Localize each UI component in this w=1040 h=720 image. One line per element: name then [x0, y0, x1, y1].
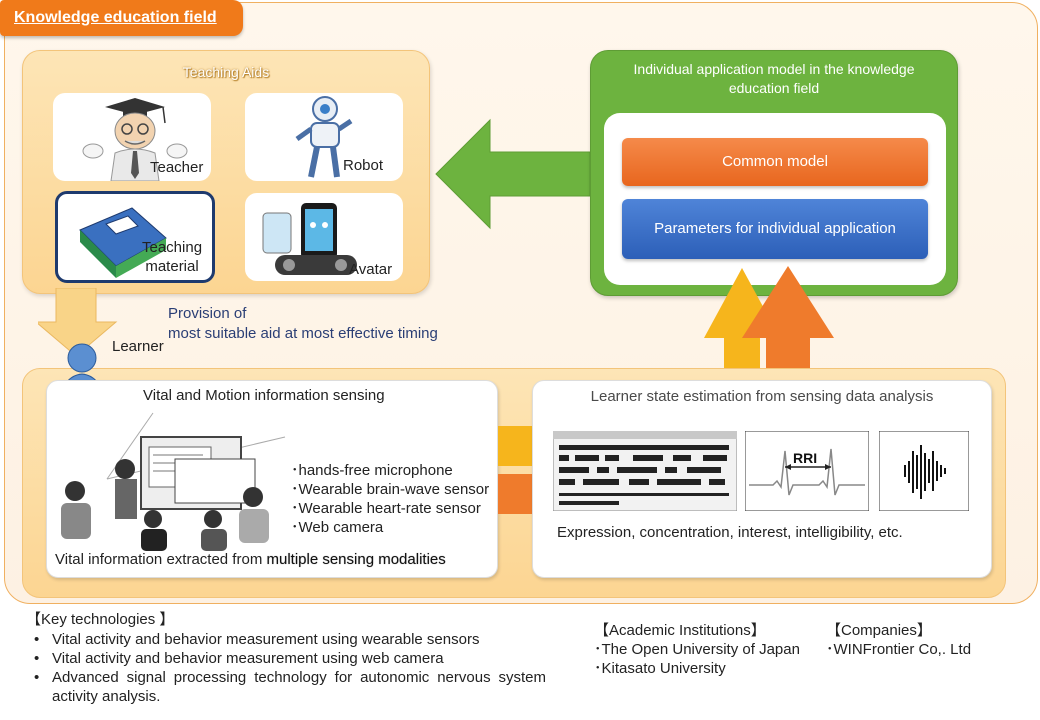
sensing-footer-prefix: Vital information extracted from	[55, 551, 267, 568]
robot-label: Robot	[343, 157, 384, 174]
application-model-title-line1: Individual application model in the know…	[633, 61, 915, 77]
application-model-panel: Individual application model in the know…	[590, 50, 958, 296]
key-technologies-list: Vital activity and behavior measurement …	[26, 630, 546, 706]
company-item: ･WINFrontier Co,. Ltd	[826, 641, 972, 658]
rri-waveform-image: RRI	[745, 431, 869, 511]
key-technology-item: Vital activity and behavior measurement …	[26, 630, 546, 649]
teaching-material-label-line1: Teaching	[142, 239, 203, 256]
sensing-footer-highlight: multiple sensing modalities	[266, 551, 446, 568]
sensing-footer: Vital information extracted from multipl…	[55, 551, 446, 568]
spectrum-image	[879, 431, 969, 511]
up-arrows-icon	[704, 266, 834, 372]
teaching-material-label: Teaching material	[142, 238, 202, 276]
institution-item: ･The Open University of Japan	[594, 641, 800, 658]
key-technologies-title: 【Key technologies 】	[26, 611, 175, 628]
academic-institutions: 【Academic Institutions】 ･The Open Univer…	[594, 621, 800, 678]
companies-title: 【Companies】	[826, 622, 932, 639]
institutions-title: 【Academic Institutions】	[594, 622, 766, 639]
book-icon	[79, 207, 167, 278]
institution-item: ･Kitasato University	[594, 660, 726, 677]
provision-arrow-icon	[38, 288, 118, 357]
application-model-title-line2: education field	[728, 80, 820, 96]
aid-card-robot[interactable]: Robot	[245, 93, 403, 181]
estimation-panel: Learner state estimation from sensing da…	[532, 380, 992, 578]
teaching-material-label-line2: material	[145, 258, 199, 275]
sensor-item: ･Web camera	[291, 519, 384, 536]
sensor-item: ･hands-free microphone	[291, 462, 453, 479]
data-flow-arrows-icon	[498, 426, 534, 514]
application-model-title: Individual application model in the know…	[591, 60, 957, 98]
provision-text: Provision of most suitable aid at most e…	[168, 304, 438, 344]
common-model-button[interactable]: Common model	[622, 138, 928, 186]
companies: 【Companies】 ･WINFrontier Co,. Ltd	[826, 621, 971, 659]
provision-line1: Provision of	[168, 305, 247, 322]
teaching-aids-title: Teaching Aids	[182, 64, 270, 80]
estimation-title: Learner state estimation from sensing da…	[590, 388, 934, 405]
field-tab[interactable]: Knowledge education field	[0, 0, 243, 36]
sensor-item: ･Wearable heart-rate sensor	[291, 500, 481, 517]
learner-label: Learner	[112, 338, 164, 355]
aid-card-avatar[interactable]: Avatar	[245, 193, 403, 281]
sensor-item: ･Wearable brain-wave sensor	[291, 481, 490, 498]
sensing-panel: Vital and Motion information sensing ･ha…	[46, 380, 498, 578]
sensing-title: Vital and Motion information sensing	[143, 387, 385, 404]
aid-card-teacher[interactable]: Teacher	[53, 93, 211, 181]
key-technology-item: Vital activity and behavior measurement …	[26, 649, 546, 668]
teacher-label: Teacher	[150, 159, 204, 176]
sensor-list: ･hands-free microphone ･Wearable brain-w…	[291, 461, 489, 537]
avatar-icon	[262, 203, 357, 275]
classroom-illustration	[61, 412, 286, 551]
application-model-inner: Common model Parameters for individual a…	[604, 113, 946, 285]
key-technology-item: Advanced signal processing technology fo…	[26, 668, 546, 706]
parameters-button[interactable]: Parameters for individual application	[622, 199, 928, 259]
rri-label: RRI	[793, 450, 817, 466]
provision-line2: most suitable aid at most effective timi…	[168, 325, 438, 342]
avatar-label: Avatar	[349, 261, 393, 278]
analyzer-window-image	[553, 431, 737, 511]
teacher-icon	[82, 98, 188, 181]
feedback-arrow-icon	[435, 118, 591, 230]
teaching-aids-panel: Teaching Aids Teacher	[22, 50, 430, 294]
aid-card-teaching-material[interactable]: Teaching material	[55, 191, 215, 283]
key-technologies: 【Key technologies 】 Vital activity and b…	[26, 610, 546, 706]
robot-icon	[295, 96, 353, 178]
estimation-footer: Expression, concentration, interest, int…	[557, 524, 903, 541]
